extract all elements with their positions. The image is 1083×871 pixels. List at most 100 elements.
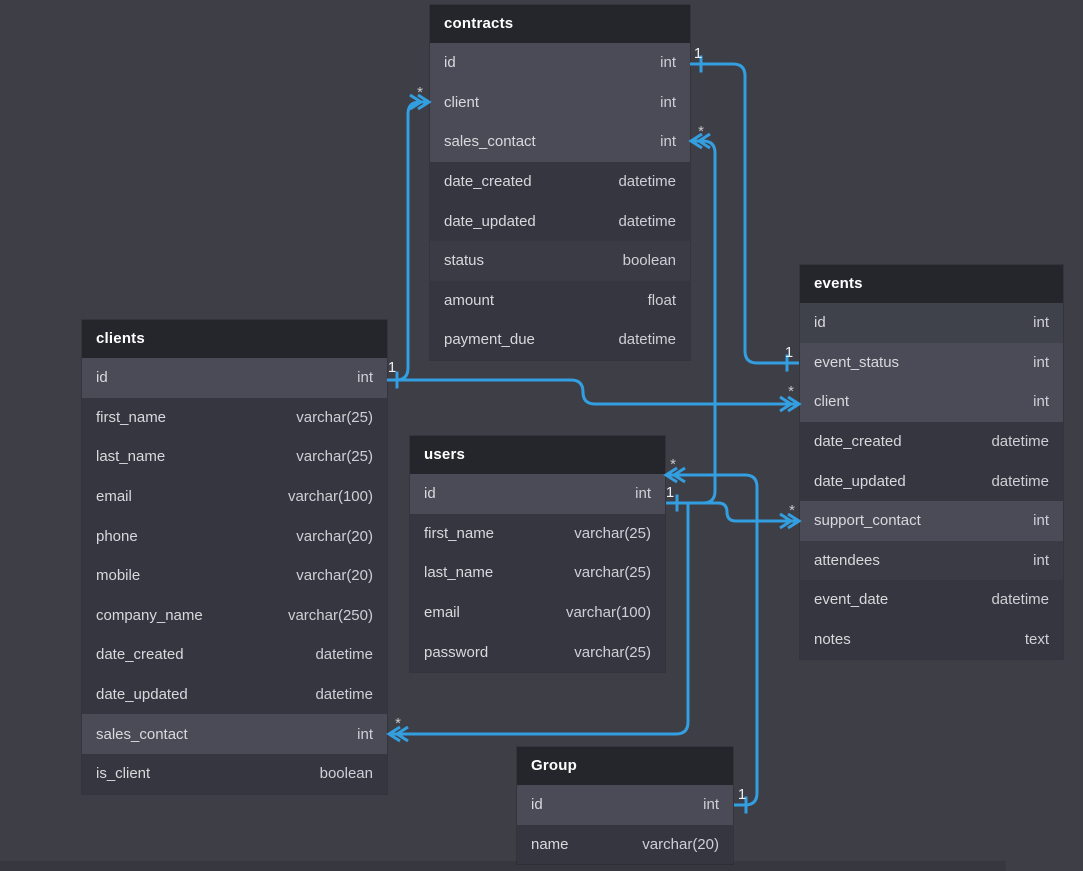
relationship-line[interactable] [387, 102, 429, 380]
cardinality-many-arrow-icon [780, 514, 791, 528]
table-clients[interactable]: clientsidintfirst_namevarchar(25)last_na… [82, 320, 387, 794]
column-row-events-date_created[interactable]: date_createddatetime [800, 422, 1063, 462]
column-type: int [357, 369, 373, 386]
column-row-clients-date_updated[interactable]: date_updated datetime [82, 675, 387, 715]
column-row-contracts-sales_contact[interactable]: sales_contactint [430, 122, 690, 162]
column-name: id [531, 796, 543, 813]
column-type: varchar(100) [288, 488, 373, 505]
column-type: datetime [315, 686, 373, 703]
column-row-contracts-amount[interactable]: amountfloat [430, 281, 690, 321]
column-name: notes [814, 631, 851, 648]
cardinality-many-arrow-icon [674, 468, 685, 482]
column-row-contracts-status[interactable]: status boolean [430, 241, 690, 281]
relationship-clients-id--events-client[interactable]: * [397, 380, 799, 411]
table-Group[interactable]: Group id int name varchar(20) [517, 747, 733, 864]
column-type: int [357, 726, 373, 743]
column-row-events-client[interactable]: clientint [800, 382, 1063, 422]
cardinality-label: * [789, 502, 795, 519]
column-row-clients-date_created[interactable]: date_createddatetime [82, 635, 387, 675]
column-row-users-email[interactable]: emailvarchar(100) [410, 593, 665, 633]
column-type: varchar(25) [296, 409, 373, 426]
column-type: int [1033, 512, 1049, 529]
column-name: company_name [96, 607, 203, 624]
column-name: id [814, 314, 826, 331]
column-row-events-notes[interactable]: notes text [800, 620, 1063, 660]
column-name: mobile [96, 567, 140, 584]
column-row-contracts-date_updated[interactable]: date_updateddatetime [430, 201, 690, 241]
relationship-line[interactable] [666, 503, 799, 521]
column-row-clients-first_name[interactable]: first_name varchar(25) [82, 398, 387, 438]
cardinality-many-arrow-icon [397, 727, 408, 741]
column-row-Group-id[interactable]: id int [517, 785, 733, 825]
column-row-clients-company_name[interactable]: company_name varchar(250) [82, 596, 387, 636]
column-name: client [814, 393, 849, 410]
relationship-contracts-id--events-event_status[interactable]: 11 [690, 45, 799, 372]
column-name: status [444, 252, 484, 269]
column-type: boolean [623, 252, 676, 269]
column-row-clients-mobile[interactable]: mobilevarchar(20) [82, 556, 387, 596]
column-row-Group-name[interactable]: name varchar(20) [517, 825, 733, 865]
column-row-contracts-id[interactable]: idint [430, 43, 690, 83]
column-row-events-date_updated[interactable]: date_updateddatetime [800, 461, 1063, 501]
column-name: phone [96, 528, 138, 545]
column-row-events-attendees[interactable]: attendeesint [800, 541, 1063, 581]
relationship-clients-id--contracts-client[interactable]: 1* [387, 84, 429, 389]
column-type: varchar(20) [642, 836, 719, 853]
table-title-contracts[interactable]: contracts [430, 5, 690, 43]
column-name: last_name [96, 448, 165, 465]
cardinality-many-arrow-icon [788, 397, 799, 411]
column-row-events-event_date[interactable]: event_datedatetime [800, 580, 1063, 620]
cardinality-label: * [670, 456, 676, 473]
table-title-clients[interactable]: clients [82, 320, 387, 358]
column-name: client [444, 94, 479, 111]
column-row-clients-email[interactable]: emailvarchar(100) [82, 477, 387, 517]
column-type: float [648, 292, 676, 309]
table-events[interactable]: eventsidintevent_statusintclientintdate_… [800, 265, 1063, 659]
column-type: varchar(20) [296, 528, 373, 545]
table-contracts[interactable]: contractsidintclientintsales_contactintd… [430, 5, 690, 360]
column-type: int [703, 796, 719, 813]
cardinality-many-arrow-icon [410, 95, 421, 109]
column-row-clients-sales_contact[interactable]: sales_contactint [82, 714, 387, 754]
column-row-clients-is_client[interactable]: is_clientboolean [82, 754, 387, 794]
column-name: attendees [814, 552, 880, 569]
column-name: first_name [96, 409, 166, 426]
column-type: datetime [618, 213, 676, 230]
column-name: event_date [814, 591, 888, 608]
column-row-users-password[interactable]: passwordvarchar(25) [410, 632, 665, 672]
column-name: id [96, 369, 108, 386]
column-row-contracts-payment_due[interactable]: payment_duedatetime [430, 320, 690, 360]
table-users[interactable]: usersidintfirst_namevarchar(25)last_name… [410, 436, 665, 672]
table-title-events[interactable]: events [800, 265, 1063, 303]
relationship-line[interactable] [690, 64, 799, 363]
relationship-users-id--events-support_contact[interactable]: * [666, 502, 799, 528]
column-row-clients-id[interactable]: id int [82, 358, 387, 398]
column-row-users-first_name[interactable]: first_namevarchar(25) [410, 514, 665, 554]
column-row-events-event_status[interactable]: event_statusint [800, 343, 1063, 383]
column-name: first_name [424, 525, 494, 542]
column-type: int [660, 94, 676, 111]
column-name: date_updated [96, 686, 188, 703]
column-type: varchar(25) [296, 448, 373, 465]
cardinality-label: 1 [666, 484, 674, 501]
column-row-events-id[interactable]: idint [800, 303, 1063, 343]
column-type: int [1033, 354, 1049, 371]
column-name: date_created [96, 646, 184, 663]
column-row-users-last_name[interactable]: last_namevarchar(25) [410, 553, 665, 593]
column-name: id [424, 485, 436, 502]
column-row-users-id[interactable]: idint [410, 474, 665, 514]
relationship-line[interactable] [397, 380, 799, 404]
column-row-clients-phone[interactable]: phone varchar(20) [82, 516, 387, 556]
table-title-users[interactable]: users [410, 436, 665, 474]
column-type: text [1025, 631, 1049, 648]
column-name: name [531, 836, 569, 853]
column-row-events-support_contact[interactable]: support_contactint [800, 501, 1063, 541]
column-name: date_updated [814, 473, 906, 490]
column-name: payment_due [444, 331, 535, 348]
column-row-contracts-date_created[interactable]: date_createddatetime [430, 162, 690, 202]
table-title-Group[interactable]: Group [517, 747, 733, 785]
column-row-contracts-client[interactable]: client int [430, 83, 690, 123]
column-type: varchar(250) [288, 607, 373, 624]
column-row-clients-last_name[interactable]: last_name varchar(25) [82, 437, 387, 477]
